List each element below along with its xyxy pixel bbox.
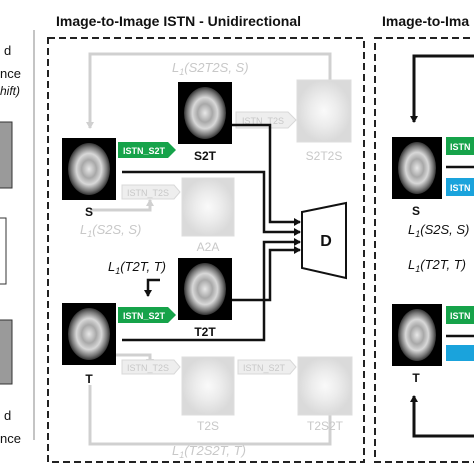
bi-arrow-bottom	[410, 395, 474, 438]
bi-loss-t2t: L1(T2T, T)	[408, 257, 466, 274]
svg-text:ISTN: ISTN	[450, 311, 471, 321]
discriminator-label: D	[320, 233, 332, 250]
block-s2t-top	[118, 142, 176, 158]
left-white-box	[0, 217, 7, 285]
uni-title: Image-to-Image ISTN - Unidirectional	[56, 13, 301, 29]
label-a2a: A2A	[197, 240, 220, 254]
label-t2t: T2T	[194, 325, 216, 339]
uni-images: S S2T T2T T	[62, 82, 232, 386]
left-gray-box-1	[0, 121, 13, 189]
label-s2t2s: S2T2S	[306, 149, 343, 163]
left-text-top: d	[4, 43, 11, 58]
block-t2s-mid	[121, 184, 181, 200]
bi-block-blue-top	[446, 178, 474, 196]
bi-label-t: T	[412, 371, 420, 385]
left-text-shift: hift)	[0, 84, 20, 98]
bi-arrow-top	[410, 54, 474, 123]
bi-block-green-top	[446, 137, 474, 155]
bi-loss-s2s: L1(S2S, S)	[408, 222, 469, 239]
uni-faded-images: S2T2S A2A T2S T2S2T	[181, 79, 353, 433]
discriminator-block	[301, 201, 347, 280]
bi-title: Image-to-Ima	[382, 13, 469, 29]
uni-loss-bottom: L1(T2S2T, T)	[172, 443, 246, 460]
bi-label-s: S	[412, 204, 420, 218]
uni-loss-top: L1(S2T2S, S)	[172, 60, 249, 77]
label-s: S	[85, 205, 93, 219]
bidirectional-panel: Image-to-Ima S T ISTN ISTN L1(S2S, S) L1…	[374, 13, 474, 463]
unidirectional-panel: Image-to-Image ISTN - Unidirectional L1(…	[47, 13, 365, 463]
img-s2t2s	[296, 79, 352, 143]
label-t: T	[85, 372, 93, 386]
uni-loss-mid: L1(S2S, S)	[80, 222, 141, 239]
uni-green-blocks: ISTN_S2T ISTN_S2T	[118, 142, 176, 323]
block-t2s-bottom	[121, 359, 181, 375]
block-s2t-bottom	[118, 307, 176, 323]
left-gray-box-2	[0, 319, 13, 385]
left-text-bot1: d	[4, 408, 11, 423]
left-text-mid: nce	[0, 66, 21, 81]
svg-text:ISTN_T2S: ISTN_T2S	[242, 116, 284, 126]
left-panel: d nce hift) d nce	[0, 30, 35, 446]
uni-loss-t2t: L1(T2T, T)	[108, 259, 166, 276]
uni-dashed-border	[47, 37, 365, 463]
svg-text:ISTN_S2T: ISTN_S2T	[123, 311, 166, 321]
svg-text:ISTN_S2T: ISTN_S2T	[243, 363, 286, 373]
label-t2s2t: T2S2T	[307, 419, 344, 433]
bi-block-green-bottom	[446, 306, 474, 324]
bi-block-blue-bottom	[446, 345, 474, 361]
img-t2s	[181, 356, 235, 416]
uni-arrows	[122, 123, 301, 342]
label-s2t: S2T	[194, 149, 217, 163]
svg-text:ISTN: ISTN	[450, 142, 471, 152]
block-s2t-faded	[237, 359, 297, 375]
img-a2a	[181, 177, 235, 237]
svg-text:ISTN_T2S: ISTN_T2S	[127, 363, 169, 373]
svg-text:ISTN_T2S: ISTN_T2S	[127, 188, 169, 198]
svg-text:ISTN_S2T: ISTN_S2T	[123, 146, 166, 156]
left-text-bot2: nce	[0, 431, 21, 446]
label-t2s: T2S	[197, 419, 219, 433]
bi-dashed-border	[374, 37, 474, 463]
svg-text:ISTN: ISTN	[450, 183, 471, 193]
img-t2s2t	[297, 356, 353, 416]
